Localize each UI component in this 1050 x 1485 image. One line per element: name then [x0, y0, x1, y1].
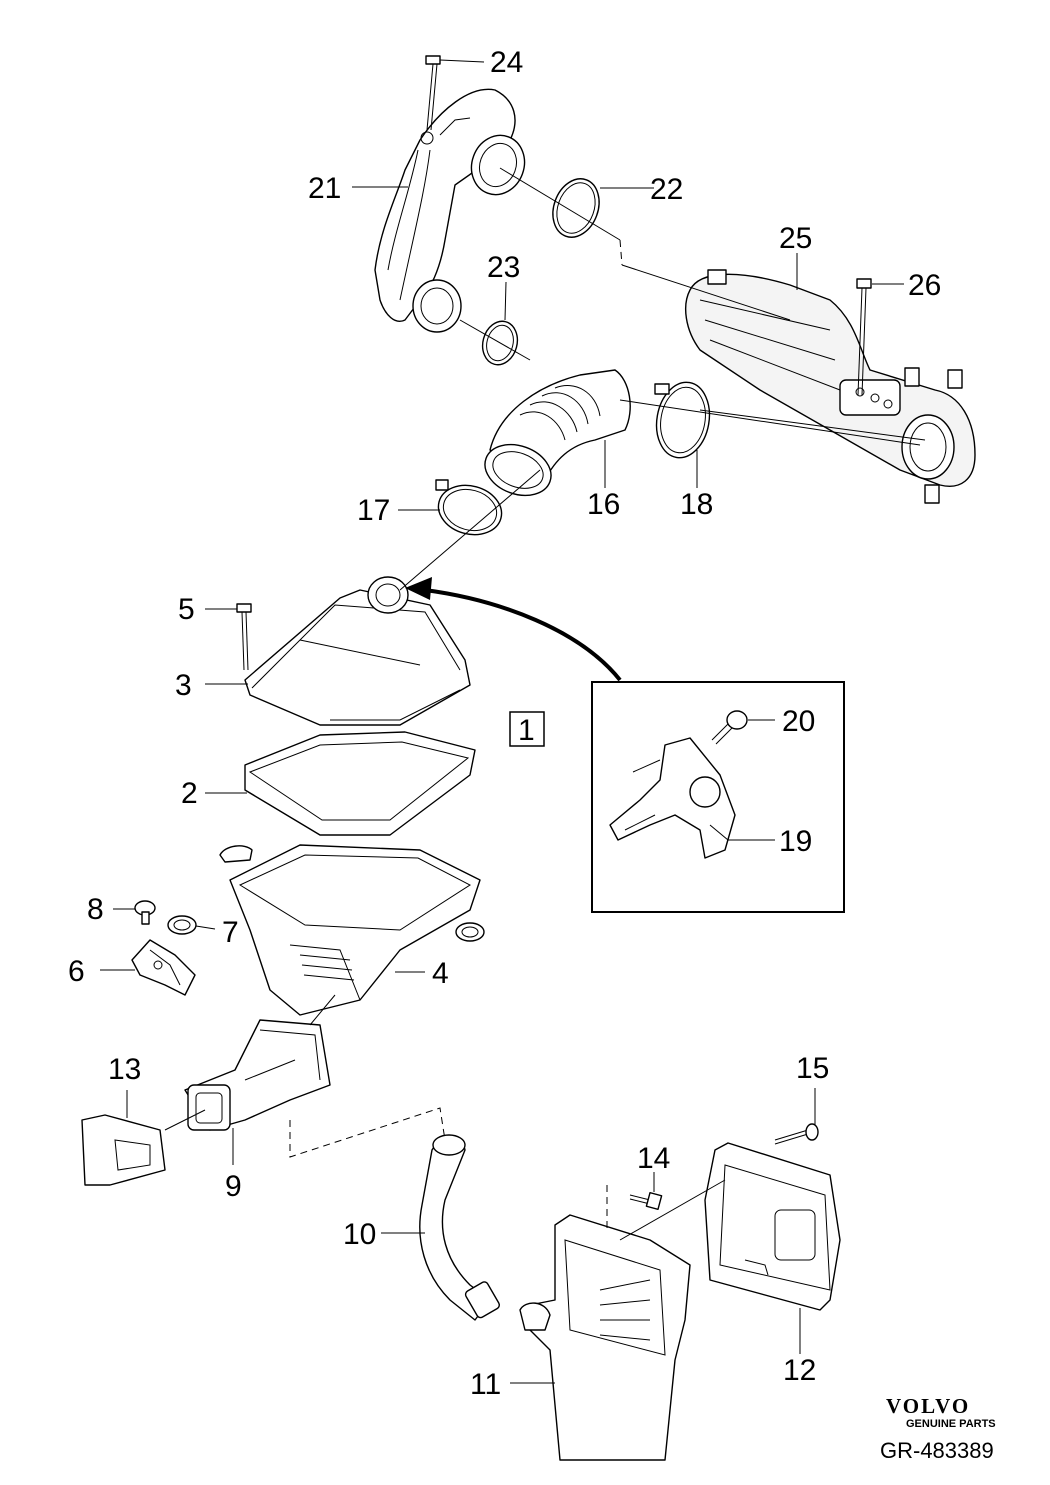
label-19: 19	[779, 825, 812, 858]
label-3: 3	[175, 669, 192, 702]
part-8-bolt	[134, 900, 156, 925]
label-1: 1	[518, 714, 535, 747]
label-18: 18	[680, 488, 713, 521]
callout-arrow	[405, 577, 622, 682]
label-13: 13	[108, 1053, 141, 1086]
callout-box-1	[509, 711, 545, 747]
label-16: 16	[587, 488, 620, 521]
label-12: 12	[783, 1354, 816, 1387]
volvo-logo: VOLVO	[886, 1394, 970, 1418]
label-22: 22	[650, 173, 683, 206]
label-23: 23	[487, 251, 520, 284]
footer: VOLVO GENUINE PARTS GR-483389	[880, 1394, 996, 1463]
part-15-bolt	[774, 1123, 819, 1145]
label-20: 20	[782, 705, 815, 738]
assembly-lines	[164, 167, 926, 1241]
part-12-resonator-cover	[704, 1142, 841, 1311]
label-11: 11	[470, 1368, 501, 1401]
part-18-hose-clamp	[654, 381, 711, 459]
label-24: 24	[490, 46, 523, 79]
part-10-hose	[419, 1134, 500, 1321]
part-9-inlet-duct	[184, 1019, 331, 1131]
label-15: 15	[796, 1052, 829, 1085]
label-4: 4	[432, 957, 449, 990]
part-4-air-cleaner-housing	[219, 844, 481, 1016]
part-7-grommet	[167, 915, 485, 942]
part-6-bracket	[131, 939, 196, 996]
part-20-screw	[711, 710, 748, 745]
part-26-bolt	[856, 278, 872, 396]
part-24-bolt	[425, 55, 441, 131]
part-19-sensor	[609, 737, 736, 859]
label-10: 10	[343, 1218, 376, 1251]
label-8: 8	[87, 893, 104, 926]
label-25: 25	[779, 222, 812, 255]
part-11-resonator	[519, 1214, 691, 1461]
label-9: 9	[225, 1170, 242, 1203]
label-7: 7	[222, 916, 239, 949]
part-17-hose-clamp	[435, 479, 503, 536]
part-22-seal-ring	[552, 178, 600, 238]
label-14: 14	[637, 1142, 670, 1175]
part-3-air-cleaner-cover	[244, 576, 471, 726]
part-2-filter-element	[244, 731, 476, 836]
label-6: 6	[68, 955, 85, 988]
label-26: 26	[908, 269, 941, 302]
detail-inset	[591, 681, 845, 913]
genuine-parts-text: GENUINE PARTS	[906, 1418, 996, 1430]
label-leaders	[100, 59, 904, 1384]
label-5: 5	[178, 593, 195, 626]
diagram-reference: GR-483389	[880, 1438, 994, 1463]
part-25-throttle-housing	[685, 269, 976, 504]
part-14-bolt	[629, 1191, 663, 1211]
part-21-intake-duct	[374, 88, 526, 333]
part-13-inlet-grille	[81, 1114, 166, 1186]
label-21: 21	[308, 172, 341, 205]
part-labels: 1 2 3 4 5 6 7 8 9 10 11 12 13 14 15 16 1…	[68, 46, 941, 1401]
part-5-bolt	[236, 603, 252, 671]
part-16-flex-hose	[484, 369, 631, 497]
label-17: 17	[357, 494, 390, 527]
label-2: 2	[181, 777, 198, 810]
